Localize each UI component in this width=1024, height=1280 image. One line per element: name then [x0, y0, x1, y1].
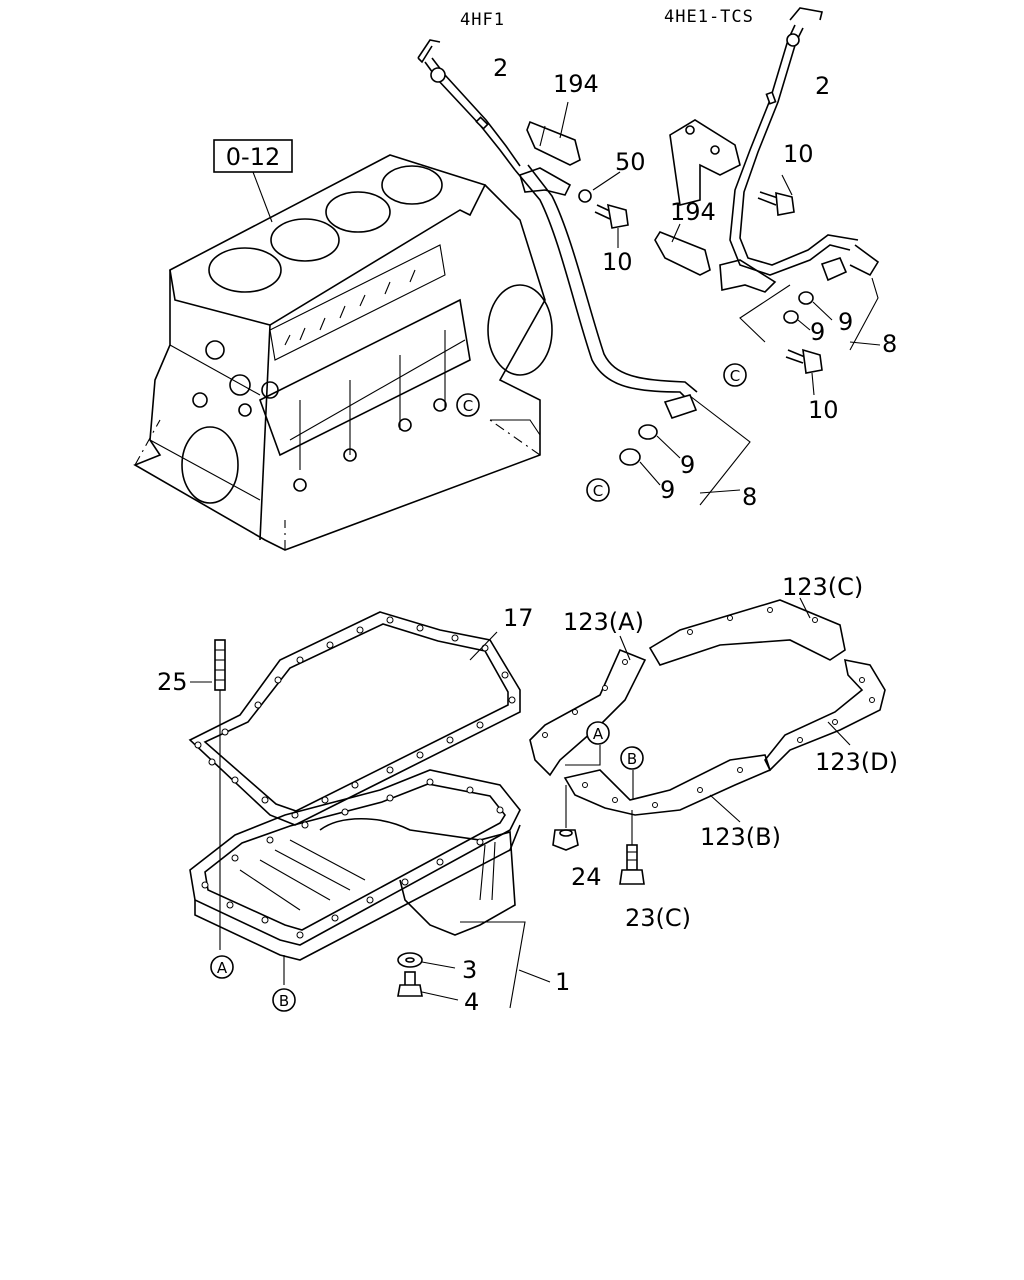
marker-c-right: C: [723, 363, 747, 387]
callout-bolt-right-upper: 10: [783, 140, 814, 168]
nut-24: [552, 785, 579, 851]
callout-drain-plug: 4: [464, 988, 479, 1016]
callout-pin-right: 194: [670, 198, 716, 226]
stud-25: [190, 639, 226, 950]
reference-markers: C C C A B A B: [210, 363, 747, 1012]
callout-gasket-d: 123(D): [815, 748, 898, 776]
variant-4hf1-heading: 4HF1: [460, 10, 505, 30]
svg-text:A: A: [593, 725, 604, 743]
callout-dipstick-left: 2: [493, 54, 508, 82]
variant-4he1-tcs-heading: 4HE1-TCS: [664, 7, 754, 27]
drain-washer-3: [397, 952, 456, 969]
callout-gasket-b: 123(B): [700, 823, 781, 851]
callout-bolt-left: 10: [602, 248, 633, 276]
bolt-23c: [619, 810, 645, 885]
callout-bolt-pan: 23(C): [625, 904, 691, 932]
callout-pan-gasket: 17: [503, 604, 534, 632]
bolt-10-right-lower: [785, 348, 823, 396]
reference-box-label: 0-12: [226, 143, 280, 171]
callout-stud: 25: [157, 668, 188, 696]
bolt-10-left: [594, 203, 629, 248]
callout-clip: 50: [615, 148, 646, 176]
pin-194-left: [526, 101, 581, 166]
oil-pan-drawing: [189, 769, 551, 1009]
callout-washer-right-b: 9: [810, 318, 825, 346]
callout-tube-left: 8: [742, 483, 757, 511]
svg-text:C: C: [593, 482, 603, 500]
callout-dipstick-right: 2: [815, 72, 830, 100]
svg-text:A: A: [217, 959, 228, 977]
svg-text:B: B: [279, 992, 289, 1010]
callout-oil-pan: 1: [555, 968, 570, 996]
dipstick-assembly-right: [669, 7, 880, 293]
bolt-10-right-upper: [757, 174, 795, 216]
callout-tube-right: 8: [882, 330, 897, 358]
marker-a-gasket: A: [586, 721, 610, 745]
svg-text:B: B: [627, 750, 637, 768]
tube-end-right: [739, 277, 881, 351]
clip-50: [578, 171, 621, 203]
split-gasket-drawing: [529, 597, 886, 823]
marker-b-pan: B: [272, 988, 296, 1012]
callout-bolt-right-lower: 10: [808, 396, 839, 424]
tube-end-left: [619, 395, 751, 506]
drain-plug-4: [397, 971, 459, 1001]
callout-drain-washer: 3: [462, 956, 477, 984]
pan-gasket-17-drawing: [188, 611, 521, 826]
marker-b-gasket: B: [620, 746, 644, 770]
reference-box: 0-12: [213, 139, 293, 223]
callout-gasket-c: 123(C): [782, 573, 863, 601]
marker-c-left: C: [586, 478, 610, 502]
callout-washer-left-b: 9: [660, 476, 675, 504]
marker-a-pan: A: [210, 955, 234, 979]
pin-194-right: [654, 223, 711, 276]
callout-pin-left: 194: [553, 70, 599, 98]
dipstick-assembly-left: [417, 39, 698, 419]
svg-text:C: C: [730, 367, 740, 385]
svg-text:C: C: [463, 397, 473, 415]
callout-washer-left-a: 9: [680, 451, 695, 479]
callout-washer-right-a: 9: [838, 308, 853, 336]
callout-nut: 24: [571, 863, 602, 891]
marker-c-block: C: [456, 393, 480, 417]
callout-gasket-a: 123(A): [563, 608, 644, 636]
cylinder-block-drawing: [133, 154, 553, 551]
callout-labels: 2 2 194 194 50 10 10 10 9 9 9 9 8 8 17 2…: [157, 54, 898, 1016]
